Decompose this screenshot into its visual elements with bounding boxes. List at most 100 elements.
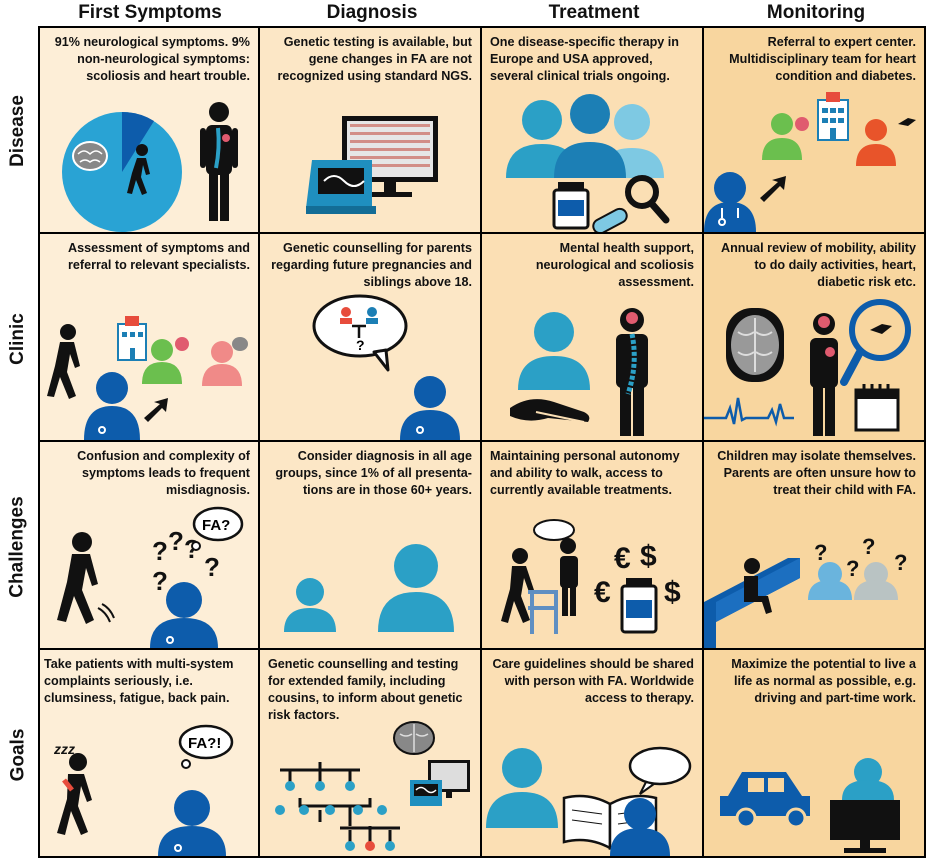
standing-person-icon: [560, 538, 578, 616]
column-header-treatment: Treatment: [548, 2, 640, 23]
column-header-first-symptoms: First Symptoms: [78, 2, 222, 23]
walker-icon: [528, 590, 558, 634]
child-person-icon: [284, 578, 336, 632]
row-header-disease: Disease: [7, 95, 28, 167]
brain-icon: [72, 141, 108, 171]
hospital-icon: [817, 92, 849, 141]
people-group-icon: [506, 94, 664, 178]
column-header-diagnosis: Diagnosis: [326, 2, 418, 23]
cell-text: Children may isolate themselves. Parents…: [717, 449, 916, 497]
cell-challenges-monitoring: Children may isolate themselves. Parents…: [704, 442, 924, 648]
cell-disease-treatment: One disease-specific therapy in Europe a…: [482, 28, 702, 232]
capsule-icon: [592, 207, 628, 232]
speech-bubble-icon: [533, 519, 575, 541]
doctor-icon: [704, 172, 756, 232]
svg-text:$: $: [664, 576, 681, 609]
doctor-orange-icon: [856, 118, 916, 166]
person-icon: [518, 312, 590, 390]
standing-person-icon: [200, 102, 238, 221]
pie-chart-icon: [62, 111, 182, 232]
arrow-icon: [760, 176, 786, 202]
svg-text:?: ?: [204, 552, 220, 582]
cell-text: Genetic counselling for parents regardin…: [271, 241, 472, 289]
question-marks: ? ? ? ?: [814, 534, 907, 581]
adult-person-icon: [378, 544, 454, 632]
heart-icon: [222, 134, 230, 142]
cell-goals-monitoring: Maximize the potential to live a life as…: [704, 650, 924, 856]
cell-challenges-treatment: Maintaining personal autonomy and abilit…: [482, 442, 702, 648]
dna-sequencer-icon: [306, 160, 376, 214]
svg-text:?: ?: [814, 540, 827, 565]
cell-goals-diagnosis: Genetic counselling and testing for exte…: [260, 650, 480, 856]
sleep-icon: zzz: [53, 741, 75, 757]
svg-text:€: €: [594, 576, 611, 609]
cell-disease-monitoring: Referral to expert center. Multidiscipli…: [704, 28, 924, 232]
row-header-clinic: Clinic: [7, 313, 29, 365]
brain-icon: [393, 721, 435, 755]
svg-text:?: ?: [356, 337, 365, 353]
svg-text:?: ?: [168, 526, 184, 556]
car-icon: [720, 772, 810, 829]
cell-text: Referral to expert center. Multidiscipli…: [729, 35, 916, 83]
brain-icon: [232, 337, 248, 351]
cell-text: Consider diagnosis in all age groups, si…: [275, 449, 472, 497]
standing-person-icon: [810, 313, 838, 436]
walking-person-icon: [501, 548, 534, 623]
heartbeat-line-icon: [704, 397, 794, 427]
row-header-challenges: Challenges: [7, 496, 28, 598]
pill-bottle-icon: [620, 578, 658, 634]
cell-disease-diagnosis: Genetic testing is available, but gene c…: [260, 28, 480, 232]
brain-icon: [626, 312, 638, 324]
magnifier-icon: [625, 175, 670, 224]
cell-text: Genetic counselling and testing for exte…: [268, 657, 463, 722]
magnifier-icon: [840, 299, 911, 386]
hand-icon: [510, 399, 590, 423]
cell-goals-treatment: Care guidelines should be shared with pe…: [482, 650, 702, 856]
cell-challenges-diagnosis: Consider diagnosis in all age groups, si…: [260, 442, 480, 648]
svg-text:€: €: [614, 542, 631, 575]
cell-text: Mental health support, neurological and …: [535, 241, 694, 289]
dna-sequencer-icon: [410, 780, 442, 806]
heart-icon: [175, 337, 189, 351]
cell-disease-first-symptoms: 91% neurological symptoms. 9% non-neurol…: [40, 28, 258, 232]
svg-text:FA?!: FA?!: [188, 735, 221, 752]
arrow-icon: [144, 398, 168, 422]
column-header-monitoring: Monitoring: [766, 2, 866, 23]
person-at-computer-icon: [830, 758, 900, 853]
cell-text: Care guidelines should be shared with pe…: [492, 657, 694, 705]
svg-text:$: $: [640, 540, 657, 573]
svg-text:?: ?: [152, 536, 168, 566]
doctor-icon: [150, 582, 218, 648]
row-header-goals: Goals: [7, 728, 28, 782]
matrix-grid: 91% neurological symptoms. 9% non-neurol…: [38, 26, 926, 858]
cell-text: One disease-specific therapy in Europe a…: [490, 35, 679, 83]
svg-text:?: ?: [894, 550, 907, 575]
cell-clinic-first-symptoms: Assessment of symptoms and referral to r…: [40, 234, 258, 440]
cell-challenges-first-symptoms: Confusion and complexity of symptoms lea…: [40, 442, 258, 648]
thought-bubble-icon: FA?: [191, 506, 244, 551]
standing-person-icon: [616, 308, 648, 436]
cell-clinic-treatment: Mental health support, neurological and …: [482, 234, 702, 440]
parent-icons: [808, 562, 898, 600]
doctor-icon: [400, 376, 460, 440]
walking-person-icon: [57, 753, 92, 835]
cell-text: Annual review of mobility, ability to do…: [721, 241, 916, 289]
walking-person-icon: [57, 532, 115, 624]
walking-person-icon: [127, 144, 150, 195]
cell-text: 91% neurological symptoms. 9% non-neurol…: [54, 35, 250, 83]
cell-text: Maximize the potential to live a life as…: [731, 657, 916, 705]
cell-text: Assessment of symptoms and referral to r…: [67, 241, 250, 272]
cell-text: Take patients with multi-system complain…: [44, 657, 234, 705]
cell-clinic-monitoring: Annual review of mobility, ability to do…: [704, 234, 924, 440]
doctor-pink-icon: [202, 337, 248, 386]
svg-text:FA?: FA?: [202, 517, 230, 534]
person-icon: [486, 748, 558, 828]
heart-icon: [825, 347, 835, 357]
thought-bubble-icon: FA?!: [178, 724, 234, 769]
calendar-icon: [854, 384, 900, 432]
cell-goals-first-symptoms: Take patients with multi-system complain…: [40, 650, 258, 856]
currency-symbols: € $ € $: [594, 540, 681, 609]
family-tree-icon: [275, 762, 400, 851]
speech-bubble-icon: [628, 746, 692, 795]
question-marks: ? ? ? ? ?: [152, 526, 220, 596]
